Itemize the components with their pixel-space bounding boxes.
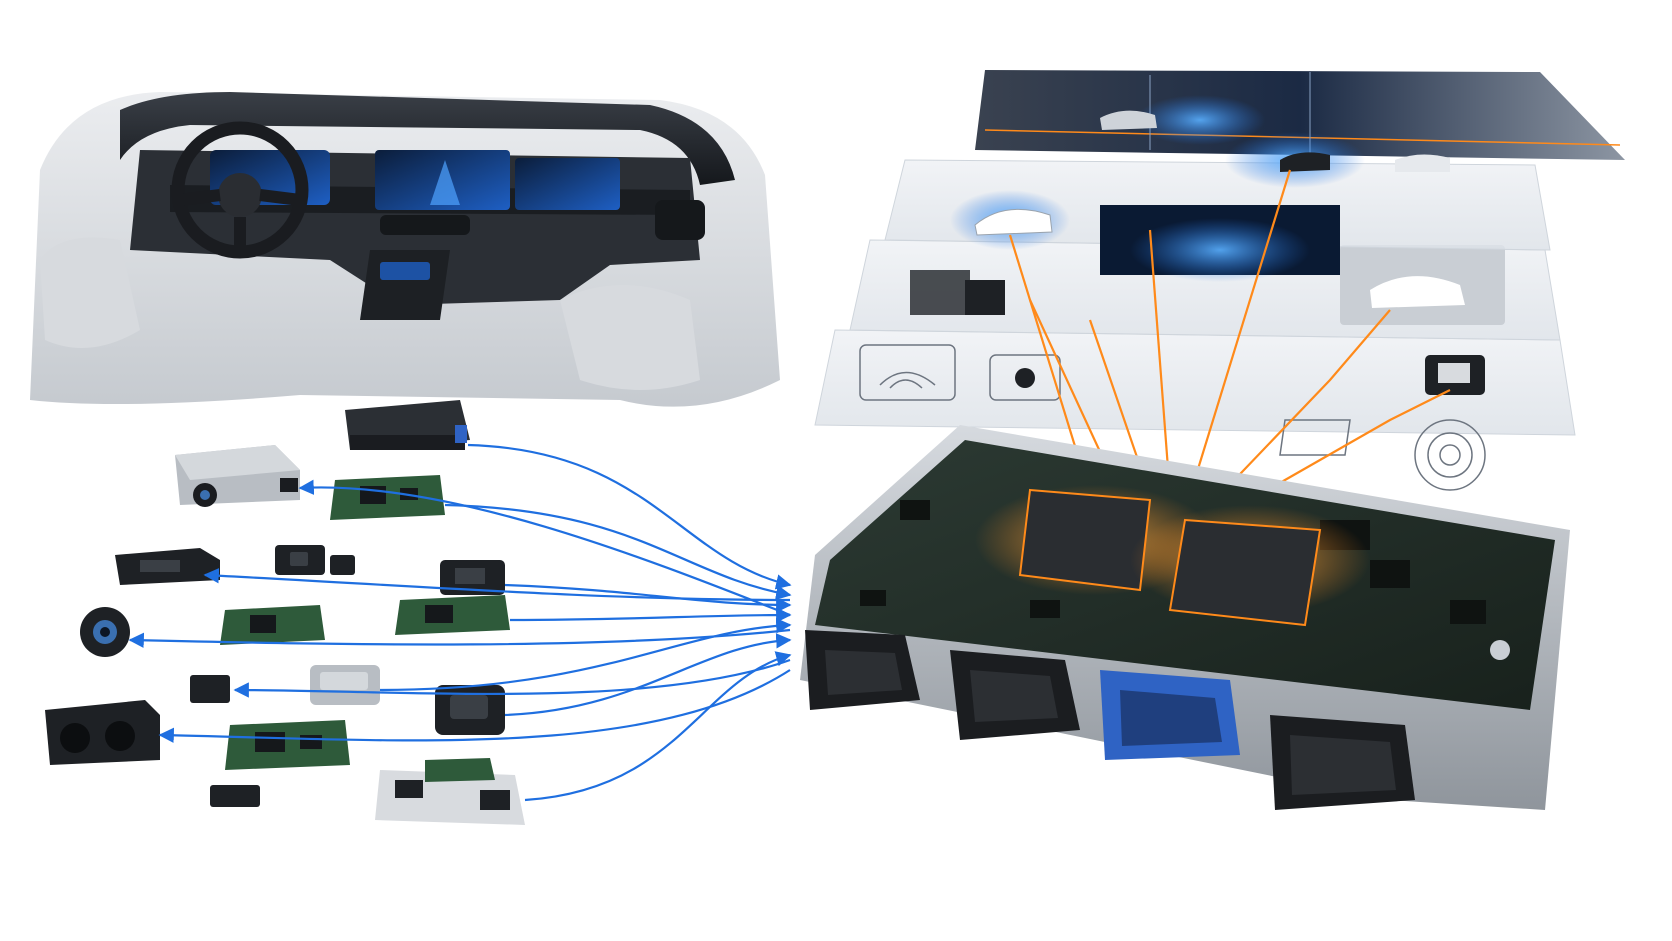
signal-line	[1219, 309, 1391, 496]
connector-block-icon	[115, 548, 220, 585]
blue-connector-icon	[1100, 670, 1240, 760]
circuit-board-icon	[220, 605, 325, 645]
circuit-board-icon	[225, 720, 350, 770]
camera-module-icon	[175, 445, 300, 507]
black-connector-icon	[805, 630, 920, 710]
signal-line	[128, 628, 791, 649]
car-dashboard-icon	[30, 92, 780, 407]
layer-stack	[814, 70, 1625, 491]
signal-line	[298, 479, 791, 617]
signal-line	[504, 633, 792, 717]
signal-line	[203, 568, 791, 602]
signal-line	[509, 607, 792, 623]
signal-line	[379, 617, 792, 692]
object-detection-layer-icon	[884, 159, 1551, 282]
signal-line	[444, 503, 792, 601]
connector-icon	[210, 785, 260, 807]
black-connector-icon	[950, 650, 1080, 740]
small-camera-icon	[275, 545, 355, 575]
signal-line	[504, 583, 792, 613]
steering-wheel-icon	[171, 121, 309, 259]
signal-line	[233, 658, 791, 698]
signal-line	[158, 669, 791, 743]
ecu-board-icon	[800, 425, 1570, 810]
circuit-board-icon	[395, 595, 510, 635]
sensor-housing-icon	[310, 665, 380, 705]
signal-line	[1148, 229, 1172, 496]
sensor-interface-layer-icon	[814, 329, 1576, 491]
breakout-board-icon	[375, 758, 525, 825]
round-camera-icon	[80, 607, 130, 657]
processor-chip-icon	[1130, 505, 1370, 627]
signal-line	[1249, 389, 1451, 501]
chip-module-icon	[440, 560, 505, 595]
hardware-abstraction-layer-icon	[849, 239, 1561, 341]
black-connector-icon	[1270, 715, 1415, 810]
small-chip-icon	[190, 675, 230, 703]
stereo-camera-icon	[45, 700, 160, 765]
perception-map-layer-icon	[975, 70, 1625, 188]
signal-line	[467, 443, 792, 590]
input-signal-lines	[128, 443, 792, 802]
camera-module-icon	[435, 685, 505, 735]
passenger-screen	[515, 158, 620, 210]
signal-line	[1188, 169, 1292, 496]
sensor-group	[45, 400, 525, 825]
radar-module-icon	[345, 400, 470, 450]
signal-line	[524, 651, 792, 802]
